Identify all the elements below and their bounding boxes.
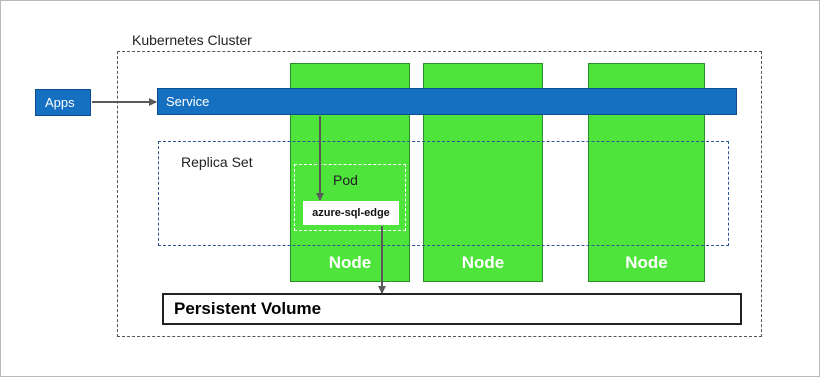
azure-sql-edge-container: azure-sql-edge [303, 201, 399, 225]
persistent-volume-box: Persistent Volume [162, 293, 742, 325]
replica-set-label: Replica Set [181, 154, 253, 170]
pod-label: Pod [333, 172, 358, 188]
kubernetes-cluster-boundary [117, 51, 762, 337]
kubernetes-cluster-label: Kubernetes Cluster [132, 32, 252, 48]
replica-set-boundary [158, 141, 729, 246]
node-1-label: Node [328, 253, 372, 272]
apps-box: Apps [35, 89, 91, 116]
node-3-label: Node [625, 253, 668, 272]
pod-boundary [294, 164, 406, 231]
service-bar: Service [157, 88, 737, 115]
node-2-label: Node [461, 253, 505, 272]
